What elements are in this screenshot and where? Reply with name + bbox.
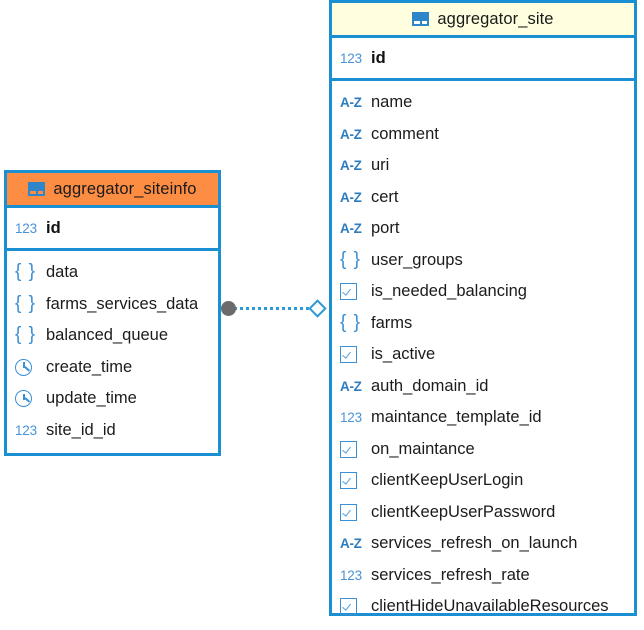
integer-type-icon: 123 [15,422,37,438]
field-name: user_groups [371,250,463,269]
relationship-source-marker-circle [221,300,236,316]
field-name: clientHideUnavailableResources [371,597,609,616]
field-row[interactable]: A-Z uri [332,150,634,182]
field-row[interactable]: { } balanced_queue [7,320,218,352]
field-name: data [46,263,79,282]
field-name: services_refresh_on_launch [371,534,578,553]
entity-header-aggregator_siteinfo[interactable]: aggregator_siteinfo [7,173,218,208]
datetime-type-icon [15,358,39,376]
field-row[interactable]: A-Z port [332,213,634,245]
field-row[interactable]: { } data [7,257,218,289]
relationship-target-marker-diamond [308,298,327,318]
field-row[interactable]: 123 maintance_template_id [332,402,634,434]
boolean-type-icon [340,283,364,301]
field-name: name [371,93,413,112]
boolean-type-icon [340,598,364,616]
string-type-icon: A-Z [340,189,362,205]
table-icon [28,182,46,196]
string-type-icon: A-Z [340,126,362,142]
field-name: maintance_template_id [371,408,542,427]
field-name: services_refresh_rate [371,565,530,584]
field-row[interactable]: 123 services_refresh_rate [332,560,634,592]
entity-title: aggregator_site [437,9,554,28]
field-row[interactable]: update_time [7,383,218,415]
field-name: clientKeepUserLogin [371,471,524,490]
field-name: id [371,48,386,67]
field-name: uri [371,156,390,175]
json-type-icon: { } [340,248,361,270]
field-name: site_id_id [46,420,116,439]
boolean-type-icon [340,472,364,490]
relationship-line [234,306,312,310]
field-row[interactable]: A-Z services_refresh_on_launch [332,528,634,560]
datetime-type-icon [15,390,39,408]
integer-type-icon: 123 [340,567,362,583]
primary-key-row[interactable]: 123 id [332,38,634,81]
string-type-icon: A-Z [340,221,362,237]
field-name: on_maintance [371,439,475,458]
field-name: id [46,218,61,237]
integer-type-icon: 123 [340,410,362,426]
field-name: comment [371,124,439,143]
field-name: farms_services_data [46,294,199,313]
field-row[interactable]: on_maintance [332,434,634,466]
boolean-type-icon [340,440,364,458]
string-type-icon: A-Z [340,378,362,394]
integer-type-icon: 123 [340,50,362,66]
field-row[interactable]: A-Z name [332,87,634,119]
json-type-icon: { } [15,261,36,283]
field-row[interactable]: A-Z comment [332,119,634,151]
entity-title: aggregator_siteinfo [53,179,197,198]
field-row[interactable]: A-Z cert [332,182,634,214]
field-name: is_active [371,345,436,364]
field-name: update_time [46,389,137,408]
field-row[interactable]: { } user_groups [332,245,634,277]
string-type-icon: A-Z [340,536,362,552]
boolean-type-icon [340,503,364,521]
json-type-icon: { } [15,292,36,314]
field-list: { } data { } farms_services_data { } balanced… [7,251,218,453]
field-row[interactable]: create_time [7,352,218,384]
field-name: auth_domain_id [371,376,489,395]
field-name: is_needed_balancing [371,282,527,301]
field-name: cert [371,187,399,206]
field-row[interactable]: is_needed_balancing [332,276,634,308]
field-name: create_time [46,357,133,376]
entity-table-aggregator_siteinfo[interactable]: aggregator_siteinfo 123 id { } data { } far… [4,170,221,456]
field-name: balanced_queue [46,326,169,345]
field-row[interactable]: 123 site_id_id [7,415,218,447]
field-row[interactable]: clientKeepUserLogin [332,465,634,497]
string-type-icon: A-Z [340,95,362,111]
table-icon [412,12,430,26]
json-type-icon: { } [15,324,36,346]
field-name: farms [371,313,413,332]
field-row[interactable]: clientKeepUserPassword [332,497,634,529]
field-name: port [371,219,400,238]
json-type-icon: { } [340,311,361,333]
entity-header-aggregator_site[interactable]: aggregator_site [332,3,634,38]
field-row[interactable]: { } farms [332,308,634,340]
field-row[interactable]: { } farms_services_data [7,289,218,321]
field-row[interactable]: A-Z auth_domain_id [332,371,634,403]
field-name: clientKeepUserPassword [371,502,556,521]
field-row[interactable]: clientHideUnavailableResources [332,591,634,623]
string-type-icon: A-Z [340,158,362,174]
boolean-type-icon [340,346,364,364]
integer-type-icon: 123 [15,220,37,236]
primary-key-row[interactable]: 123 id [7,208,218,251]
field-row[interactable]: is_active [332,339,634,371]
